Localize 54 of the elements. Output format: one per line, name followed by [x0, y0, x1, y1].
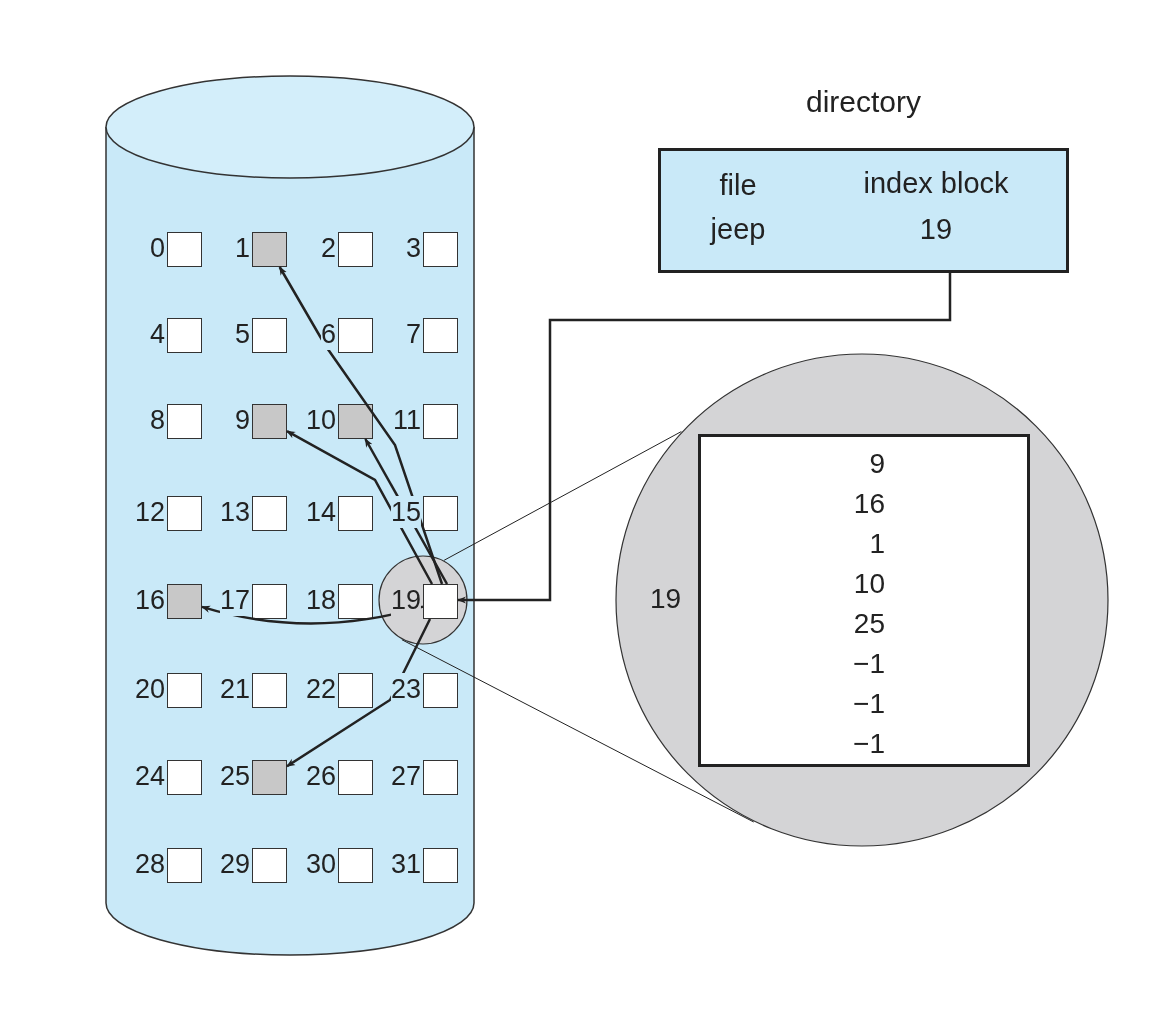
index-block-table: [698, 434, 1030, 767]
arrow: [457, 273, 952, 604]
disk-block: [423, 404, 458, 439]
disk-block: [423, 848, 458, 883]
index-entry: −1: [853, 647, 885, 681]
disk-block: [423, 232, 458, 267]
disk-block: [167, 673, 202, 708]
disk-block: [252, 760, 287, 795]
table-cell-text: index block: [862, 167, 1010, 200]
disk-block: [252, 673, 287, 708]
arrow: [286, 430, 434, 585]
disk-block: [423, 318, 458, 353]
disk-block: [338, 673, 373, 708]
disk-block: [338, 584, 373, 619]
connector-line: [401, 639, 755, 823]
block-number: 15: [390, 496, 421, 528]
index-entry: 10: [853, 567, 885, 601]
arrow: [278, 266, 444, 585]
disk-block: [167, 232, 202, 267]
index-entry: 1: [869, 527, 885, 561]
disk-block: [338, 318, 373, 353]
arrow: [286, 618, 432, 768]
disk-block: [338, 232, 373, 267]
disk-block: [252, 404, 287, 439]
disk-block: [167, 584, 202, 619]
disk-block: [338, 496, 373, 531]
block-label: 19: [650, 583, 682, 615]
disk-block: [338, 760, 373, 795]
disk-block: [338, 404, 373, 439]
connector-line: [443, 431, 682, 561]
disk-block: [167, 496, 202, 531]
disk-block: [423, 760, 458, 795]
disk-block: [423, 673, 458, 708]
disk-block: [338, 848, 373, 883]
table-cell-text: jeep: [708, 213, 767, 246]
index-entry: 25: [853, 607, 885, 641]
disk-block: [252, 584, 287, 619]
disk-block: [252, 318, 287, 353]
table-cell-text: 19: [918, 213, 954, 246]
disk-block: [167, 318, 202, 353]
index-entry: −1: [853, 727, 885, 761]
disk-block: [252, 496, 287, 531]
index-entry: 16: [853, 487, 885, 521]
table-cell-text: file: [718, 169, 758, 202]
index-entry: −1: [853, 687, 885, 721]
disk-block: [423, 496, 458, 531]
disk-block: [167, 760, 202, 795]
table-heading: directory: [804, 85, 922, 119]
disk-block: [167, 848, 202, 883]
index-entry: 9: [869, 447, 885, 481]
disk-block: [167, 404, 202, 439]
disk-block: [252, 848, 287, 883]
disk-block: [423, 584, 458, 619]
disk-block: [252, 232, 287, 267]
